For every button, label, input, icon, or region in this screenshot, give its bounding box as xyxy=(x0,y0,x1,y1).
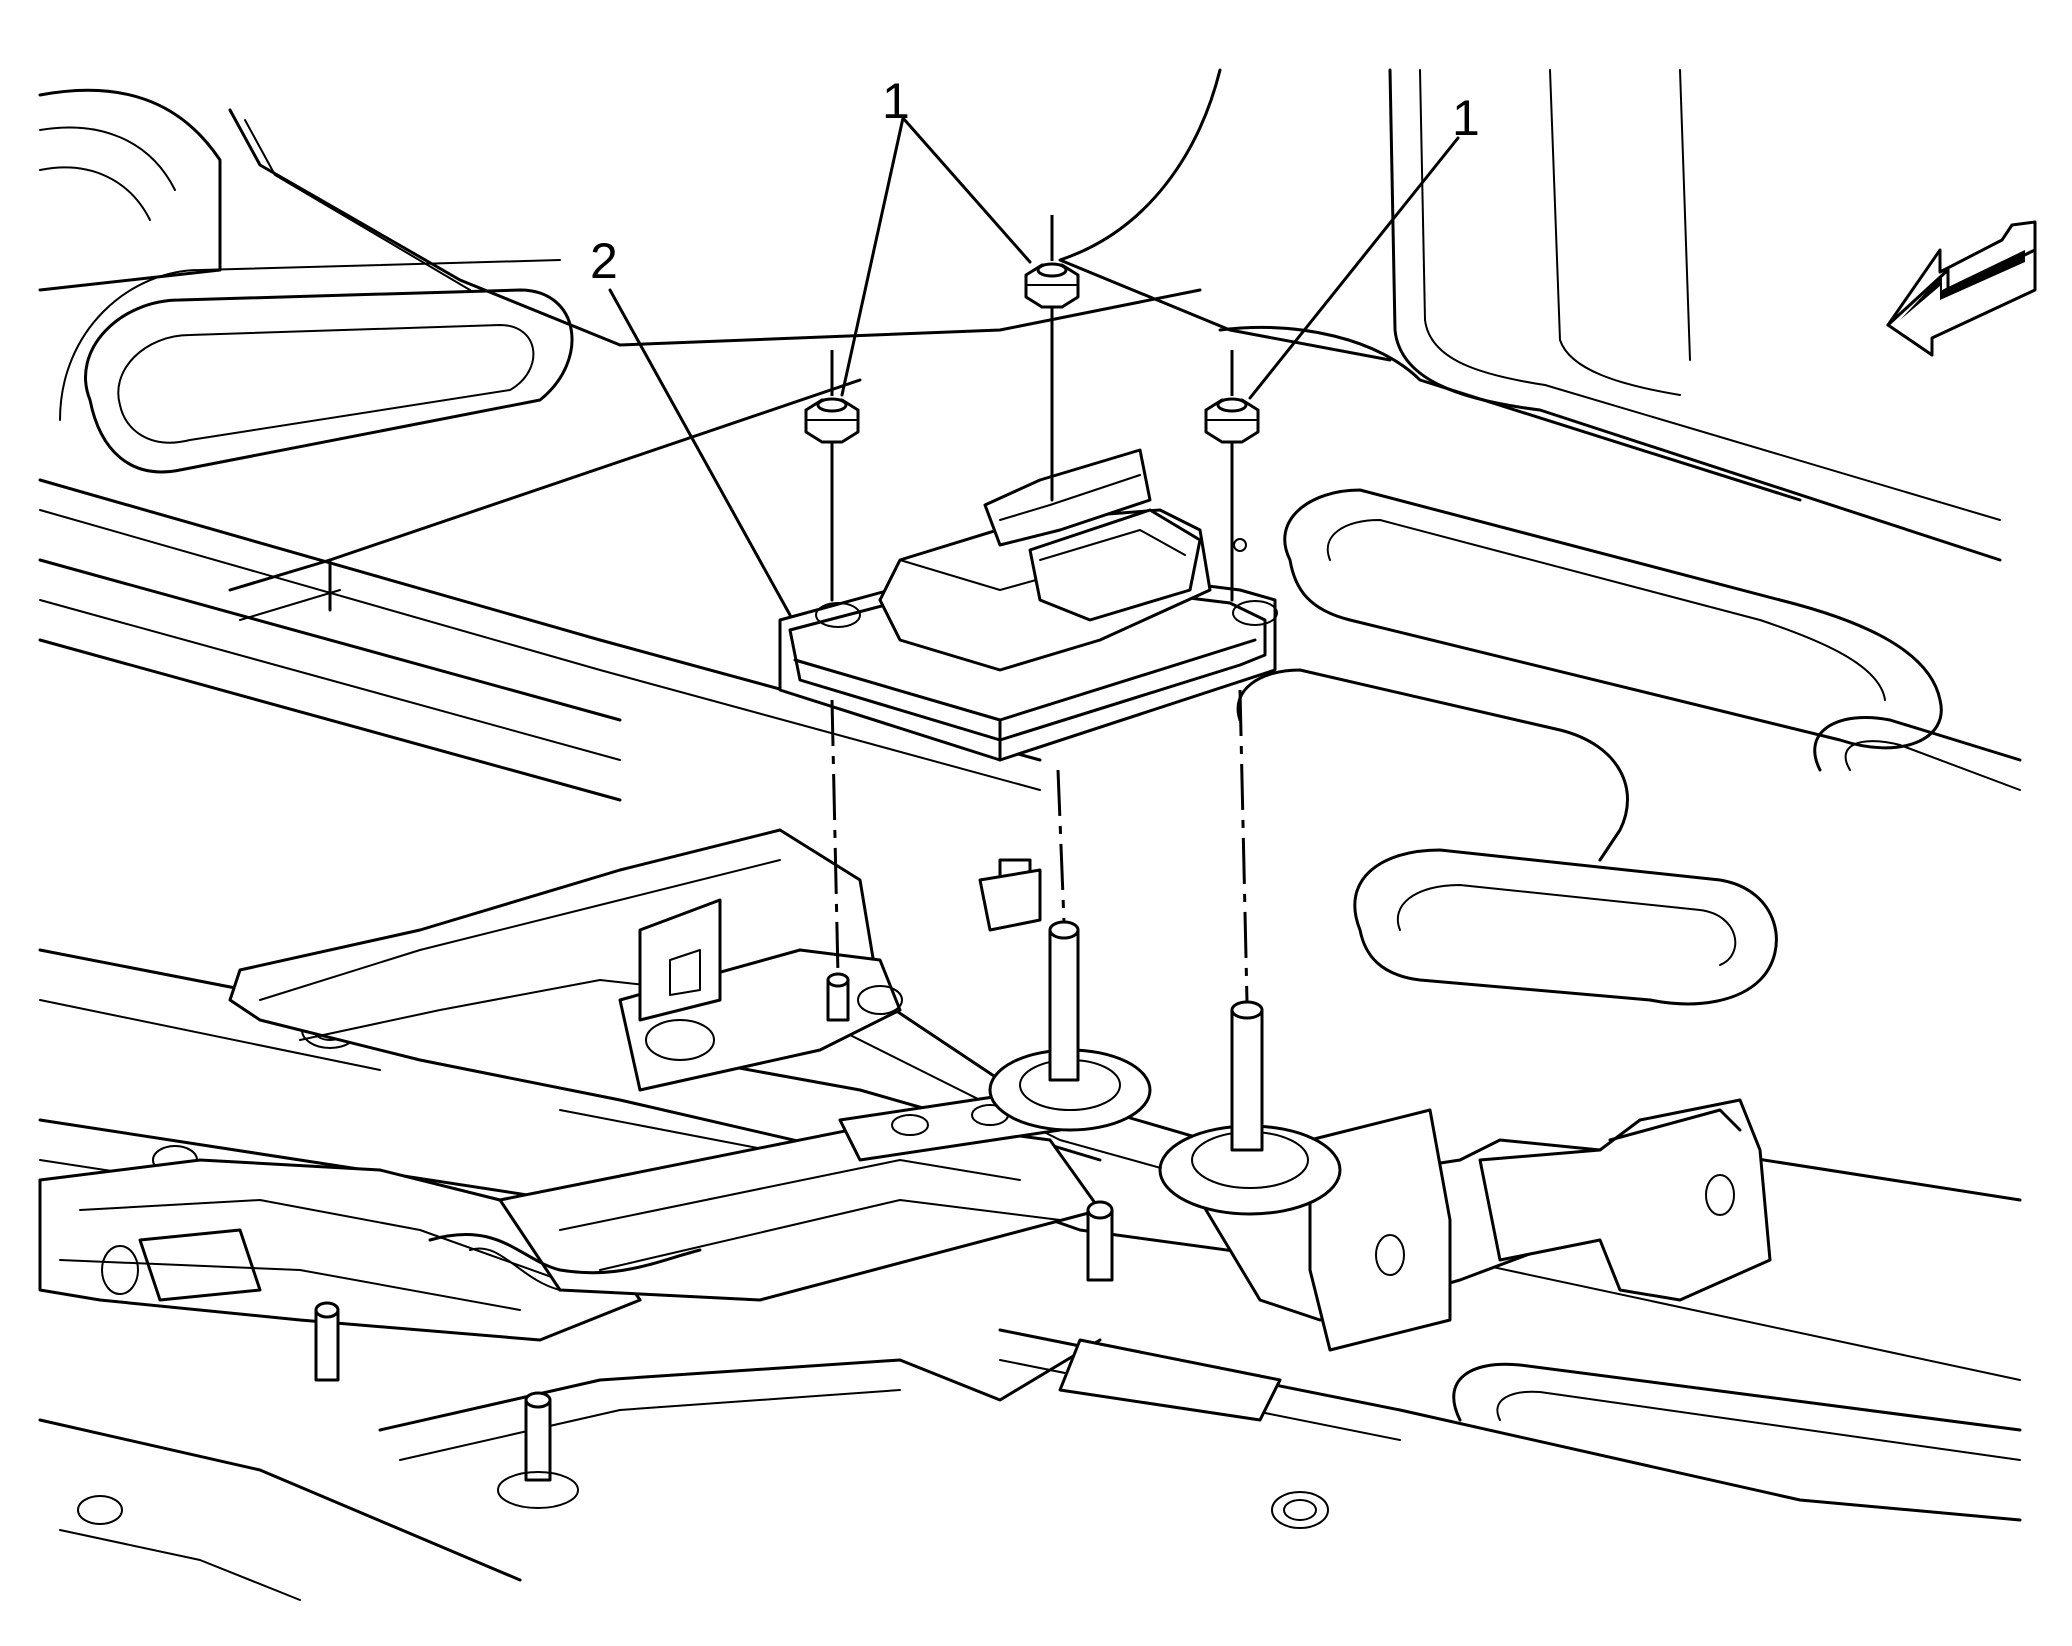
nut-right xyxy=(1204,397,1260,444)
nuts xyxy=(804,262,1260,444)
callout-2-module: 2 xyxy=(590,233,618,289)
installation-centerlines xyxy=(830,215,1249,1003)
front-direction-arrow-icon xyxy=(1886,220,2037,357)
mounting-studs xyxy=(314,920,1342,1509)
callout-1-nut-right: 1 xyxy=(1452,90,1480,146)
callout-1-nuts: 1 xyxy=(882,73,910,129)
leader-lines xyxy=(608,116,1460,617)
sensing-module xyxy=(778,448,1278,762)
floor-pan xyxy=(38,68,2022,1601)
nut-left xyxy=(804,397,860,444)
nut-center xyxy=(1024,262,1080,309)
